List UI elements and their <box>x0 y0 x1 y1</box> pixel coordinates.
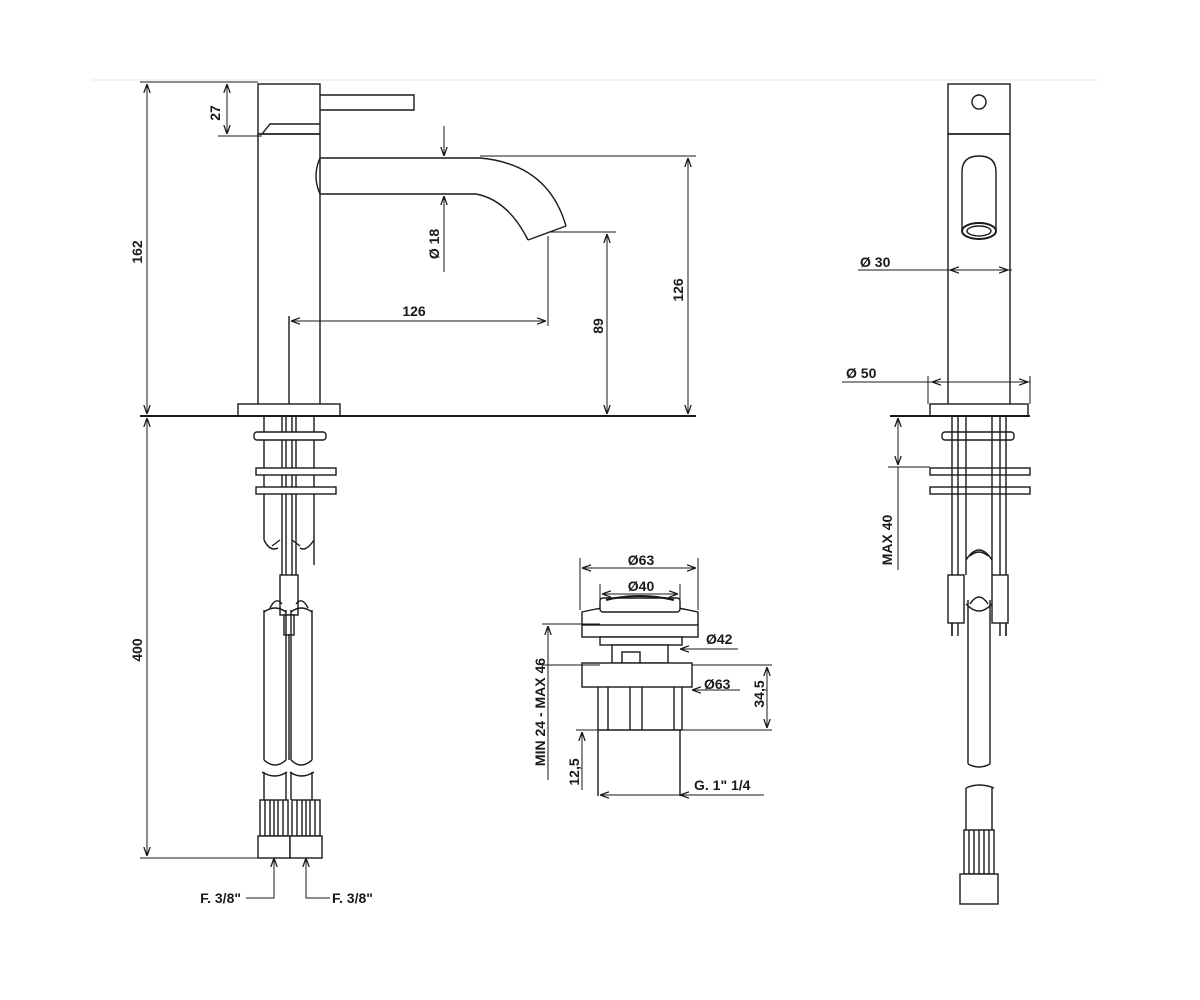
label-89: 89 <box>590 318 606 334</box>
base-plate <box>237 403 341 417</box>
handle-indicator <box>971 94 987 110</box>
tap-body <box>257 134 321 404</box>
waste-view: Ø63 Ø40 Ø42 Ø63 34,5 MIN 24 - MAX 46 12,… <box>532 552 772 796</box>
spout <box>315 157 567 241</box>
label-waste-d63-mid: Ø63 <box>704 676 731 692</box>
label-connector-right: F. 3/8" <box>332 890 373 906</box>
waste-flange <box>581 624 699 638</box>
supply-hoses <box>261 607 315 800</box>
side-base-plate <box>929 403 1029 417</box>
label-waste-d42: Ø42 <box>706 631 733 647</box>
side-hose-connector <box>959 829 999 905</box>
label-connector-left: F. 3/8" <box>200 890 241 906</box>
label-side-d50: Ø 50 <box>846 365 877 381</box>
hose-connector-left <box>257 799 291 859</box>
label-waste-125: 12,5 <box>566 758 582 785</box>
label-waste-thread: G. 1" 1/4 <box>694 777 751 793</box>
waste-dimensions <box>542 558 772 795</box>
side-fixing-assembly <box>929 416 1031 636</box>
spout-opening <box>961 155 997 230</box>
label-126-reach: 126 <box>402 303 426 319</box>
label-waste-range: MIN 24 - MAX 46 <box>532 658 548 766</box>
label-side-max40: MAX 40 <box>879 515 895 566</box>
mixer-handle <box>257 83 415 135</box>
label-waste-d40: Ø40 <box>628 578 655 594</box>
waste-body <box>597 687 683 796</box>
label-162: 162 <box>129 240 145 264</box>
label-126-height: 126 <box>670 278 686 302</box>
hose-connector-right <box>289 799 323 859</box>
label-waste-345: 34,5 <box>751 680 767 707</box>
label-waste-d63-top: Ø63 <box>628 552 655 568</box>
label-400: 400 <box>129 638 145 662</box>
label-side-d30: Ø 30 <box>860 254 891 270</box>
fixing-assembly <box>253 416 337 636</box>
label-27: 27 <box>207 105 223 121</box>
waste-nut <box>581 662 693 688</box>
front-view: 27 162 Ø 18 126 89 126 400 F. 3/8" F. 3/… <box>129 81 696 906</box>
side-dimensions <box>842 270 1031 570</box>
side-view: Ø 30 Ø 50 MAX 40 <box>842 83 1031 905</box>
front-dimensions <box>140 81 696 899</box>
label-spout-diameter: Ø 18 <box>426 229 442 260</box>
side-hose <box>965 600 995 830</box>
